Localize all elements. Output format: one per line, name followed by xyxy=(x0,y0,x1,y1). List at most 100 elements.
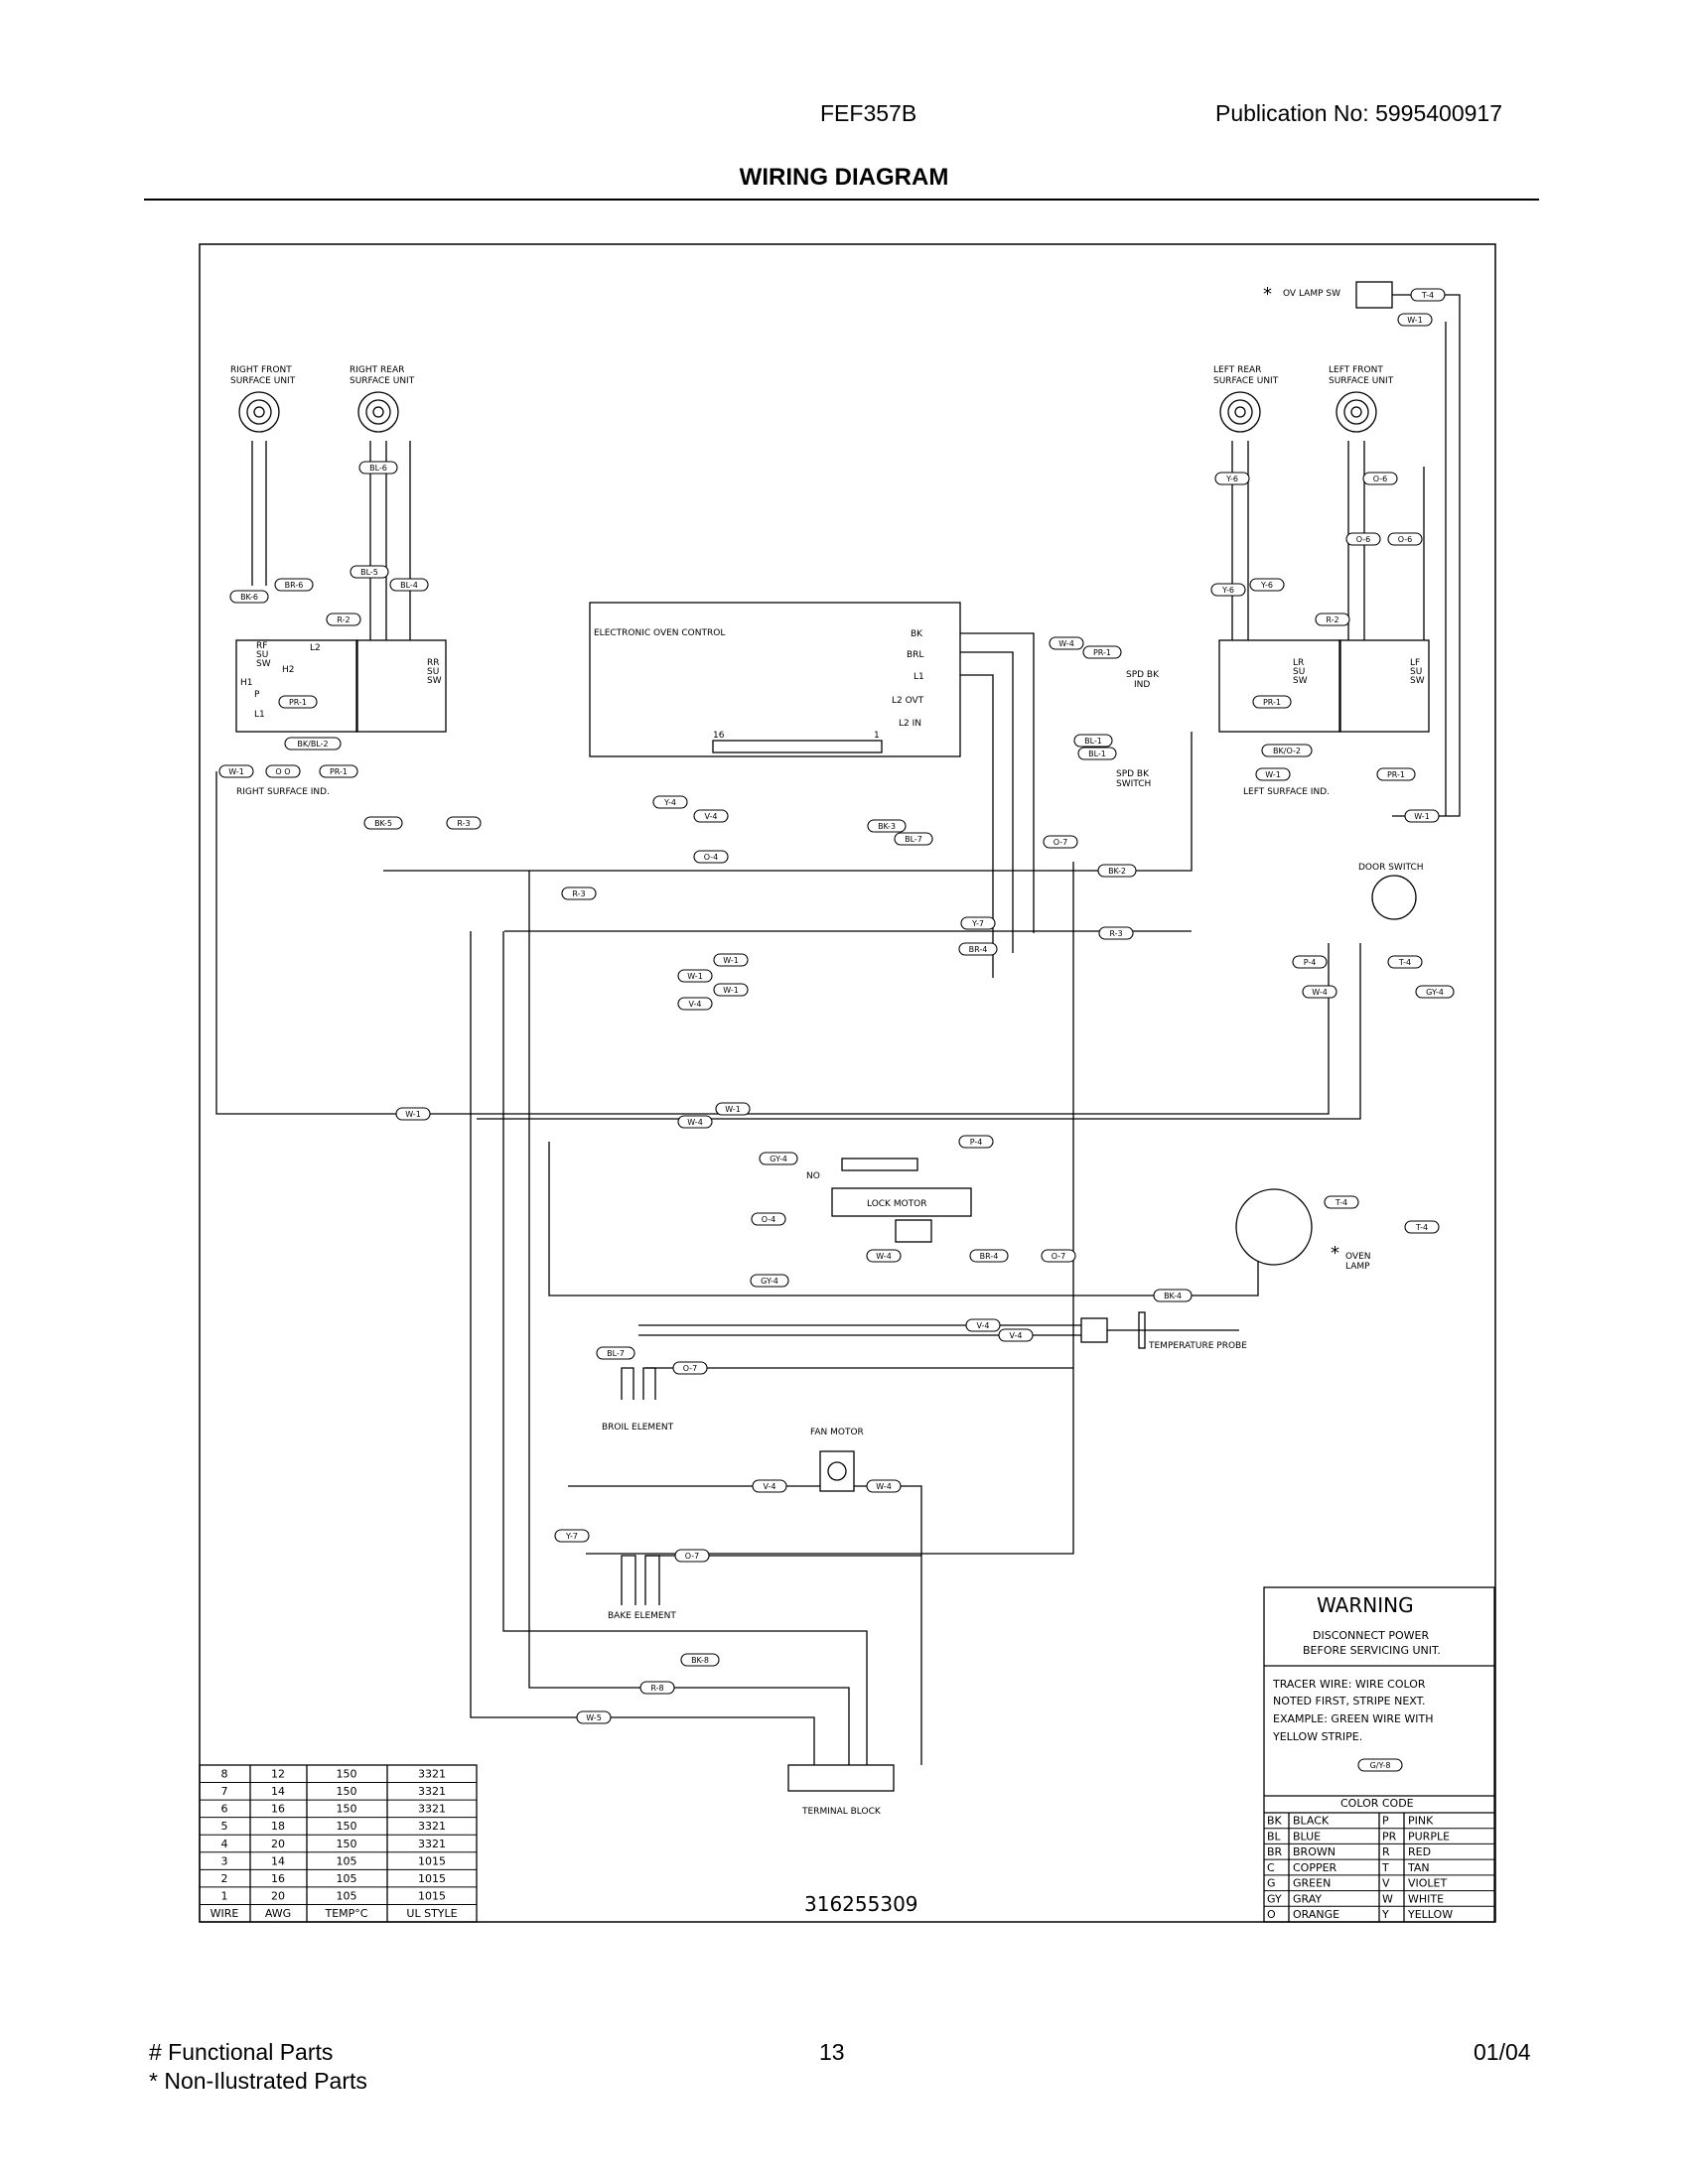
wire-label-text: W-4 xyxy=(876,1482,892,1491)
rf-unit-label-1: RIGHT FRONT xyxy=(230,365,292,375)
wire-table-cell: 12 xyxy=(271,1768,285,1781)
wire-label-tag: PR-1 xyxy=(1082,645,1122,659)
lf-sw-1: LF xyxy=(1410,658,1420,668)
temp-probe-label: TEMPERATURE PROBE xyxy=(1148,1341,1247,1351)
wire-table-cell: 3321 xyxy=(418,1785,446,1798)
wire-label-text: BL-1 xyxy=(1084,737,1102,746)
wire-label-text: W-1 xyxy=(725,1105,741,1114)
wire-table-cell: 3321 xyxy=(418,1803,446,1816)
spd-bk-sw-2: SWITCH xyxy=(1116,779,1151,789)
wire-ov xyxy=(1392,294,1461,817)
wire-table-cell: 150 xyxy=(337,1785,357,1798)
wire-label-text: P-4 xyxy=(1304,958,1317,967)
wire-label-text: P-4 xyxy=(970,1138,983,1147)
wire-label-text: R-2 xyxy=(1326,615,1338,624)
wire-table-cell: 5 xyxy=(221,1820,228,1833)
wire-table-cell: 14 xyxy=(271,1785,285,1798)
wire-label-text: R-3 xyxy=(572,889,585,898)
lf-sw-3: SW xyxy=(1410,676,1425,686)
wire-label-text: O-6 xyxy=(1398,535,1413,544)
wire-label-tag: BK-5 xyxy=(363,816,403,830)
wire-label-tag: W-4 xyxy=(1302,985,1337,999)
wire-label-tag: W-1 xyxy=(1397,313,1433,327)
wire-label-text: O-6 xyxy=(1356,535,1371,544)
model-number: FEF357B xyxy=(820,100,917,126)
wire-label-text: BK/O-2 xyxy=(1273,747,1301,755)
wire-table-cell: 150 xyxy=(337,1820,357,1833)
rr-unit-label-1: RIGHT REAR xyxy=(350,365,404,375)
color-code-cell: BROWN xyxy=(1293,1845,1336,1858)
wire-label-text: T-4 xyxy=(1335,1198,1347,1207)
asterisk-lamp: * xyxy=(1331,1243,1339,1264)
wire-label-tag: W-4 xyxy=(677,1115,713,1129)
wire-label-text: V-4 xyxy=(689,1000,702,1009)
color-code-cell: GRAY xyxy=(1293,1892,1322,1905)
wire-label-text: V-4 xyxy=(977,1321,990,1330)
door-switch-icon xyxy=(1371,875,1417,920)
color-code-cell: YELLOW xyxy=(1407,1908,1453,1921)
wire-label-text: BK-8 xyxy=(691,1656,709,1665)
wire-label-tag: W-4 xyxy=(866,1249,902,1263)
rf-sw-2: SU xyxy=(256,650,268,660)
wire-table-cell: 16 xyxy=(271,1872,285,1885)
wire-label-text: R-3 xyxy=(1109,929,1122,938)
wire-label-tag: R-3 xyxy=(446,816,482,830)
diagram-frame xyxy=(199,243,1496,1923)
wire-label-text: R-3 xyxy=(457,819,470,828)
color-code-cell: BL xyxy=(1267,1830,1282,1843)
wire-label-tag: V-4 xyxy=(752,1479,787,1493)
wire-label-tag: W-1 xyxy=(395,1107,431,1121)
wire-label-tag: R-2 xyxy=(1315,613,1350,626)
wire-label-tag: PR-1 xyxy=(1252,695,1292,709)
wire-fan xyxy=(568,1485,922,1765)
wire-table-header: AWG xyxy=(265,1907,291,1920)
wire-label-text: O-4 xyxy=(704,853,719,862)
wire-label-tag: BL-1 xyxy=(1073,734,1113,748)
wire-label-text: W-1 xyxy=(1407,316,1423,325)
wire-table-cell: 1 xyxy=(221,1889,228,1902)
wire-label-tag: W-4 xyxy=(866,1479,902,1493)
wire-table-cell: 1015 xyxy=(418,1889,446,1902)
wire-label-tag: W-1 xyxy=(218,764,254,778)
wire-label-tag: P-4 xyxy=(958,1135,994,1149)
wire-label-tag: W-5 xyxy=(576,1710,612,1724)
wire-table-cell: 105 xyxy=(337,1889,357,1902)
wire-label-text: G/Y-8 xyxy=(1370,1761,1391,1770)
no-label: NO xyxy=(806,1171,820,1181)
wire-label-tag: BK-8 xyxy=(680,1653,720,1667)
color-code-cell: PINK xyxy=(1408,1815,1434,1828)
wire-label-text: BL-5 xyxy=(360,568,378,577)
color-code-cell: BLUE xyxy=(1293,1830,1321,1843)
wire-table-cell: 2 xyxy=(221,1872,228,1885)
wire-label-text: W-1 xyxy=(228,767,244,776)
rf-sw-1: RF xyxy=(256,641,267,651)
wire-label-text: O-4 xyxy=(762,1215,776,1224)
rf-unit-label-2: SURFACE UNIT xyxy=(230,376,296,386)
wire-label-text: PR-1 xyxy=(1387,770,1405,779)
wire-label-tag: BL-1 xyxy=(1077,747,1117,760)
wire-label-tag: G/Y-8 xyxy=(1357,1758,1403,1772)
wire-table-cell: 20 xyxy=(271,1838,285,1850)
lr-switch xyxy=(1218,639,1341,733)
wire-label-tag: Y-7 xyxy=(554,1529,590,1543)
wire-lower-2 xyxy=(470,931,815,1765)
wire-label-tag: BL-5 xyxy=(350,565,389,579)
wire-label-text: PR-1 xyxy=(330,767,348,776)
color-code-cell: O xyxy=(1267,1908,1276,1921)
wire-label-tag: Y-4 xyxy=(652,795,688,809)
wire-label-text: Y-7 xyxy=(565,1532,578,1541)
wire-table-cell: 6 xyxy=(221,1803,228,1816)
wire-label-tag: O-7 xyxy=(674,1549,710,1563)
wire-label-text: W-1 xyxy=(687,972,703,981)
wire-label-tag: W-1 xyxy=(715,1102,751,1116)
spd-bk-sw-1: SPD BK xyxy=(1116,769,1150,779)
wire-label-tag: BK/O-2 xyxy=(1261,744,1313,757)
wire-label-tag: O-7 xyxy=(672,1361,708,1375)
wire-label-tag: V-4 xyxy=(693,809,729,823)
lr-sw-3: SW xyxy=(1293,676,1308,686)
wire-label-tag: O-6 xyxy=(1345,532,1381,546)
spd-bk-ind-2: IND xyxy=(1134,680,1150,690)
tracer-line-4: YELLOW STRIPE. xyxy=(1272,1730,1362,1743)
wire-label-text: Y-7 xyxy=(971,919,984,928)
lf-sw-2: SU xyxy=(1410,667,1422,677)
